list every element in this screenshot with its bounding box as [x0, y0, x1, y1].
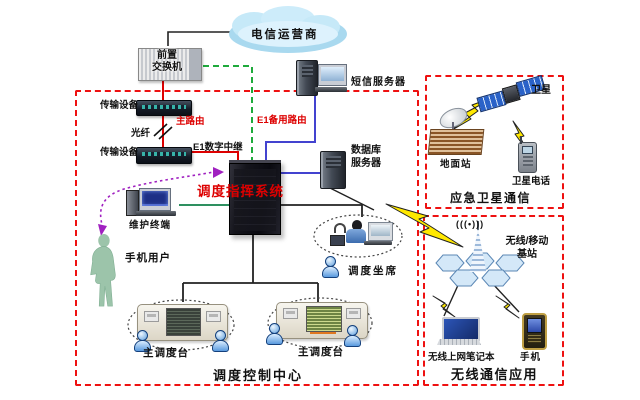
laptop-screen-icon: [442, 317, 480, 342]
center-box-title: 调度控制中心: [213, 368, 304, 383]
mobile-phone-icon: [522, 313, 547, 350]
fiber-label: 光纤: [131, 128, 151, 139]
command-system-label: 调度指挥系统: [197, 184, 284, 199]
antenna-waves-label: (((•))): [456, 219, 485, 229]
dispatch-seat-label: 调度坐席: [348, 265, 398, 277]
maintenance-keyboard-icon: [136, 211, 176, 216]
transmission-2-label: 传输设备: [100, 147, 139, 158]
main-route-label: 主路由: [176, 116, 205, 127]
main-console-2-label: 主调度台: [298, 346, 344, 358]
sms-server-monitor-icon: [318, 64, 347, 86]
sms-server-keyboard-icon: [315, 87, 347, 92]
mobile-phone-label: 手机: [520, 352, 542, 363]
seat-operator-body-icon: [346, 229, 366, 243]
database-server-label: 数据库 服务器: [351, 145, 381, 169]
satellite-box-title: 应急卫星通信: [450, 191, 532, 205]
ground-station-label: 地面站: [440, 159, 472, 170]
satellite-label: 卫星: [531, 85, 551, 96]
database-server-icon: [320, 151, 346, 189]
user-icon: [212, 330, 229, 352]
emergency-satellite-box: [425, 75, 564, 209]
user-icon: [266, 323, 283, 345]
mobile-user-icon: [90, 233, 116, 307]
front-switch-label: 前置 交换机: [152, 50, 182, 73]
user-icon: [322, 256, 339, 278]
ground-station-building-icon: [427, 129, 485, 155]
laptop-base-icon: [437, 339, 481, 345]
transmission-1-label: 传输设备: [100, 100, 139, 111]
main-console-1-label: 主调度台: [143, 347, 189, 359]
seat-monitor-icon: [368, 222, 393, 241]
maintenance-monitor-icon: [139, 188, 171, 211]
satellite-phone-label: 卫星电话: [512, 176, 551, 187]
base-station-mast-icon: [477, 221, 479, 230]
front-switch-icon: [138, 48, 202, 81]
base-station-label: 无线/移动 基站: [505, 236, 549, 260]
maintenance-terminal-label: 维护终端: [129, 220, 172, 231]
laptop-label: 无线上网笔记本: [428, 352, 495, 363]
e1-trunk-label: E1数字中继: [193, 142, 243, 153]
command-rack-icon: [229, 160, 281, 235]
e1-backup-label: E1备用路由: [257, 115, 307, 126]
cloud-label: 电信运营商: [251, 29, 319, 41]
link-cloud-to-switch: [167, 31, 246, 46]
seat-headset-icon: [334, 223, 346, 233]
wireless-box-title: 无线通信应用: [451, 367, 539, 382]
mobile-user-label: 手机用户: [125, 252, 171, 264]
seat-terminal-icon: [330, 235, 345, 246]
seat-keyboard-icon: [364, 241, 392, 245]
sms-server-label: 短信服务器: [351, 77, 406, 88]
wireless-application-box: [423, 215, 564, 386]
transmission-device-1-icon: [136, 100, 192, 116]
user-icon: [344, 325, 361, 347]
satellite-phone-icon: [518, 136, 537, 173]
transmission-device-2-icon: [136, 147, 192, 164]
